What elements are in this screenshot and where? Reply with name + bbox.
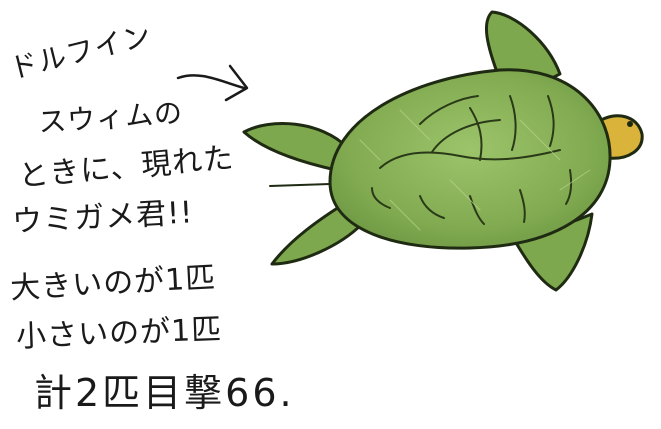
arrow-right-icon xyxy=(176,64,249,102)
caption-line-7: 計2匹目撃66. xyxy=(34,371,295,415)
caption-line-6: 小さいのが1匹 xyxy=(15,312,223,355)
sea-turtle-drawing xyxy=(242,10,644,292)
